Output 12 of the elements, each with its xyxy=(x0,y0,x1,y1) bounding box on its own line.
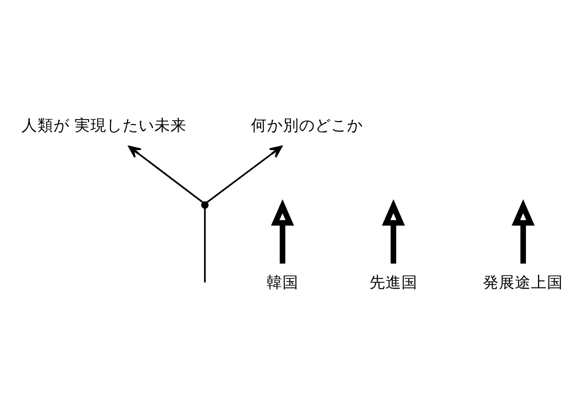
connector xyxy=(204,208,206,282)
node-text: 韓国 xyxy=(266,274,299,292)
arrow xyxy=(271,199,294,264)
arrow xyxy=(382,199,405,264)
arrow xyxy=(128,146,204,203)
arrow xyxy=(206,146,282,203)
arrow xyxy=(512,199,535,264)
node-point xyxy=(201,201,209,209)
node-text: 人類が 実現したい未来 xyxy=(22,116,186,134)
node-text: 何か別のどこか xyxy=(250,116,363,134)
node-text: 先進国 xyxy=(369,274,418,292)
node-text: 発展途上国 xyxy=(483,274,564,292)
